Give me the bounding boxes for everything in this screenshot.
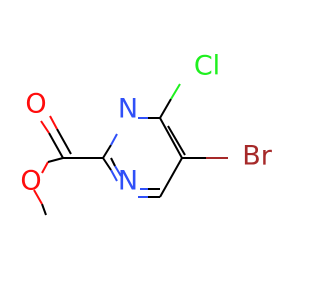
bond-ring-n3-c2-inner-blue <box>114 165 122 177</box>
bond-ring-c2-n1-blue <box>110 133 118 146</box>
atom-label-ring-nitrogen-top: N <box>118 94 138 125</box>
bond-ring-n3-c2 <box>102 157 112 171</box>
atom-label-chlorine: Cl <box>194 51 220 82</box>
bond-carbonyl-double-b <box>56 128 72 155</box>
bond-ring-c6-c5-inner <box>167 125 186 156</box>
molecule-svg: O O N N Cl Br <box>20 51 273 216</box>
bond-ester-oxygen-carbonyl-black <box>47 157 64 163</box>
atom-label-carbonyl-oxygen: O <box>25 89 46 120</box>
bond-ring-c6-c5 <box>159 117 183 159</box>
bond-methyl-oxygen <box>41 203 47 216</box>
atom-label-bromine: Br <box>242 141 273 172</box>
atom-label-ester-oxygen: O <box>20 166 41 197</box>
bond-ester-oxygen-carbonyl <box>41 161 49 174</box>
bond-c6-chlorine <box>159 98 172 119</box>
bond-ring-c2-n1 <box>102 144 112 159</box>
bond-methyl-oxygen-red <box>33 189 43 205</box>
bond-ring-n3-c2-blue <box>110 169 118 182</box>
bond-ring-c5-c4 <box>159 157 183 198</box>
bond-carbonyl-double-a <box>48 132 64 159</box>
bond-carbonyl-double-b-red <box>49 115 58 130</box>
bond-carbonyl-double-a-red <box>40 120 50 134</box>
bond-ring-n3-c2-inner <box>110 157 116 167</box>
bond-c6-chlorine-green <box>170 83 181 100</box>
structure-diagram: O O N N Cl Br <box>20 51 273 216</box>
atom-label-ring-nitrogen-bottom: N <box>118 166 138 197</box>
